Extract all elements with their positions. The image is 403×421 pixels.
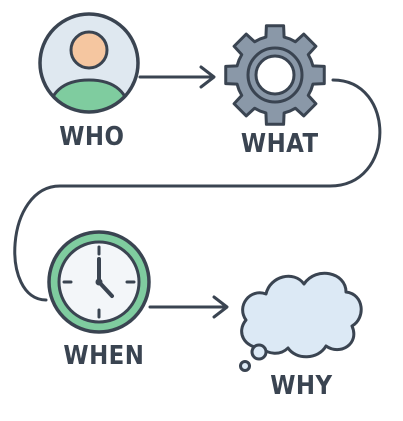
connector-what-when [13,78,382,302]
label-why: WHY [270,371,333,401]
label-what: WHAT [240,129,319,159]
thought-cloud-icon [239,271,363,372]
person-icon [38,12,140,114]
connector-when-why [148,295,229,319]
label-when: WHEN [63,341,145,371]
connector-who-what [138,65,216,89]
gear-icon [224,24,326,126]
label-who: WHO [59,122,125,152]
clock-icon [47,230,151,334]
